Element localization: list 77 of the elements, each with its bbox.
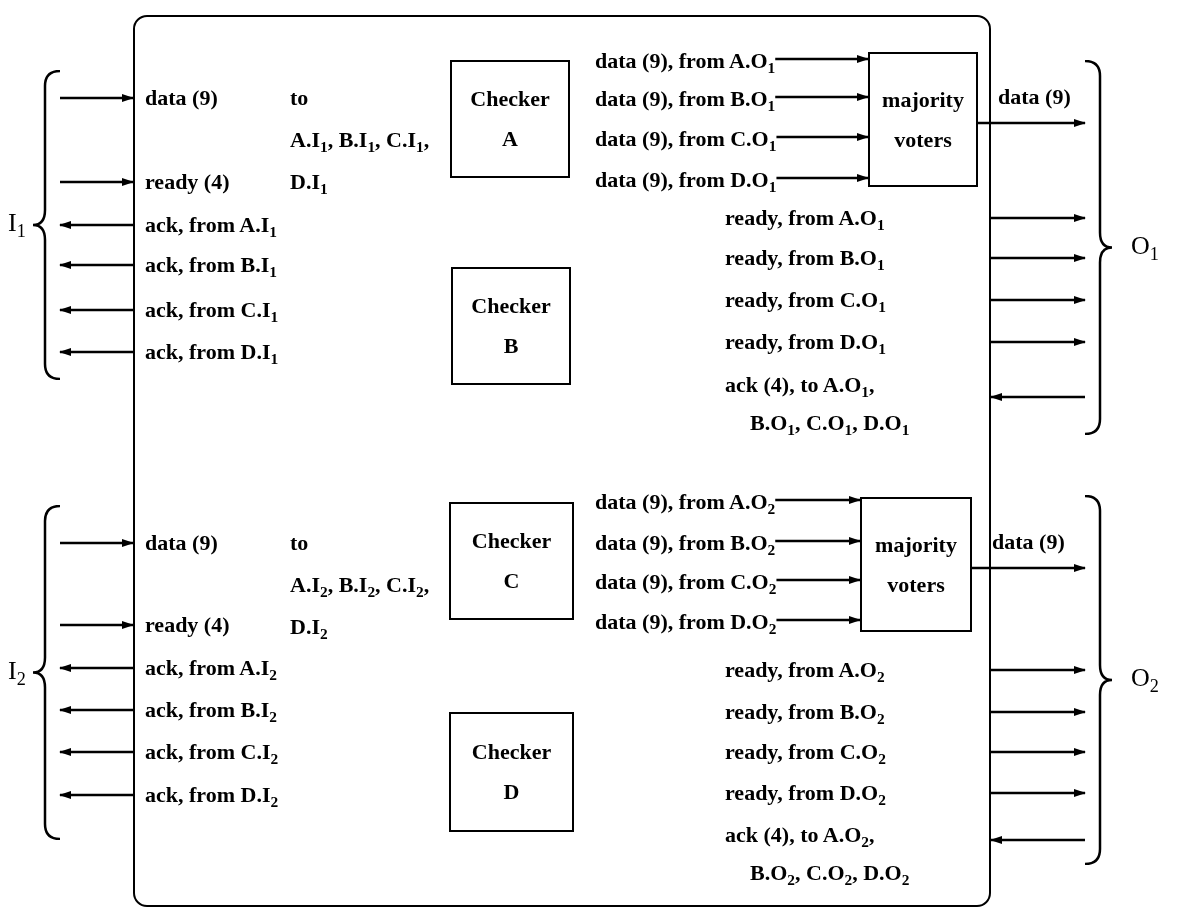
signal-label: ready, from B.O$_{2}$ bbox=[725, 698, 885, 726]
signal-label: ready, from D.O$_{1}$ bbox=[725, 328, 886, 356]
checker-box: Checker B bbox=[451, 267, 571, 385]
arrow bbox=[59, 748, 133, 756]
arrow bbox=[776, 576, 861, 584]
signal-label: ready (4) bbox=[145, 168, 230, 196]
signal-label: A.I$_{2}$, B.I$_{2}$, C.I$_{2}$, D.I$_{2}$ bbox=[290, 571, 430, 645]
arrow bbox=[991, 748, 1086, 756]
signal-label: ack, from C.I$_{2}$ bbox=[145, 738, 279, 766]
signal-label: ready, from C.O$_{1}$ bbox=[725, 286, 886, 314]
arrow bbox=[991, 254, 1086, 262]
arrow bbox=[776, 133, 869, 141]
arrow bbox=[59, 664, 133, 672]
port-label: I$_{1}$ bbox=[8, 209, 26, 237]
signal-label: data (9), from B.O$_{1}$ bbox=[595, 85, 776, 113]
arrow bbox=[991, 214, 1086, 222]
signal-label: data (9), from A.O$_{1}$ bbox=[595, 47, 776, 75]
signal-label: ack, from D.I$_{1}$ bbox=[145, 338, 279, 366]
arrow bbox=[991, 296, 1086, 304]
signal-label: ack (4), to A.O$_{1}$, B.O$_{1}$, C.O$_{1}$, D.O$_{1}$ bbox=[725, 371, 911, 441]
arrow bbox=[60, 539, 134, 547]
arrow bbox=[991, 708, 1086, 716]
arrow bbox=[60, 94, 134, 102]
arrow bbox=[59, 348, 133, 356]
arrow bbox=[972, 564, 1086, 572]
arrow bbox=[978, 119, 1086, 127]
arrow bbox=[991, 338, 1086, 346]
checker-box: Checker D bbox=[449, 712, 574, 832]
arrow bbox=[776, 616, 861, 624]
signal-label: data (9) bbox=[145, 529, 218, 557]
signal-label: ready (4) bbox=[145, 611, 230, 639]
arrow bbox=[60, 178, 134, 186]
arrow bbox=[59, 261, 133, 269]
signal-label: data (9), from C.O$_{1}$ bbox=[595, 125, 777, 153]
arrow bbox=[59, 706, 133, 714]
signal-label: ready, from A.O$_{2}$ bbox=[725, 656, 885, 684]
signal-label: ready, from A.O$_{1}$ bbox=[725, 204, 885, 232]
voter-box: majority voters bbox=[860, 497, 972, 632]
arrow bbox=[776, 174, 869, 182]
arrow bbox=[59, 221, 133, 229]
system-box bbox=[133, 15, 991, 907]
signal-label: data (9), from C.O$_{2}$ bbox=[595, 568, 777, 596]
signal-label: ack, from C.I$_{1}$ bbox=[145, 296, 279, 324]
arrow bbox=[60, 621, 134, 629]
port-label: O$_{2}$ bbox=[1131, 664, 1159, 692]
signal-label: data (9), from D.O$_{1}$ bbox=[595, 166, 777, 194]
signal-label: ready, from C.O$_{2}$ bbox=[725, 738, 886, 766]
arrow bbox=[59, 791, 133, 799]
signal-label: ack, from A.I$_{1}$ bbox=[145, 211, 277, 239]
signal-label: ready, from B.O$_{1}$ bbox=[725, 244, 885, 272]
signal-label: ready, from D.O$_{2}$ bbox=[725, 779, 886, 807]
arrow bbox=[990, 836, 1085, 844]
arrow bbox=[775, 93, 869, 101]
arrow bbox=[775, 537, 861, 545]
signal-label: ack, from B.I$_{2}$ bbox=[145, 696, 277, 724]
port-label: I$_{2}$ bbox=[8, 656, 26, 685]
checker-box: Checker C bbox=[449, 502, 574, 620]
signal-label: data (9), from A.O$_{2}$ bbox=[595, 488, 776, 516]
checker-box: Checker A bbox=[450, 60, 570, 178]
arrow bbox=[59, 306, 133, 314]
signal-label: data (9), from B.O$_{2}$ bbox=[595, 529, 776, 557]
arrow bbox=[775, 55, 869, 63]
voter-box: majority voters bbox=[868, 52, 978, 187]
port-label: O$_{1}$ bbox=[1131, 231, 1159, 260]
signal-label: ack, from D.I$_{2}$ bbox=[145, 781, 279, 809]
signal-label: to bbox=[290, 529, 309, 557]
signal-label: ack (4), to A.O$_{2}$, B.O$_{2}$, C.O$_{2}$, D.O$_{2}$ bbox=[725, 821, 911, 891]
arrow bbox=[991, 789, 1086, 797]
arrow bbox=[990, 393, 1085, 401]
signal-label: data (9), from D.O$_{2}$ bbox=[595, 608, 777, 636]
signal-label: data (9) bbox=[145, 84, 218, 112]
arrow bbox=[991, 666, 1086, 674]
signal-label: to bbox=[290, 84, 309, 112]
signal-label: ack, from B.I$_{1}$ bbox=[145, 251, 277, 279]
arrow bbox=[775, 496, 861, 504]
signal-label: A.I$_{1}$, B.I$_{1}$, C.I$_{1}$, D.I$_{1}$ bbox=[290, 126, 430, 200]
signal-label: ack, from A.I$_{2}$ bbox=[145, 654, 277, 682]
